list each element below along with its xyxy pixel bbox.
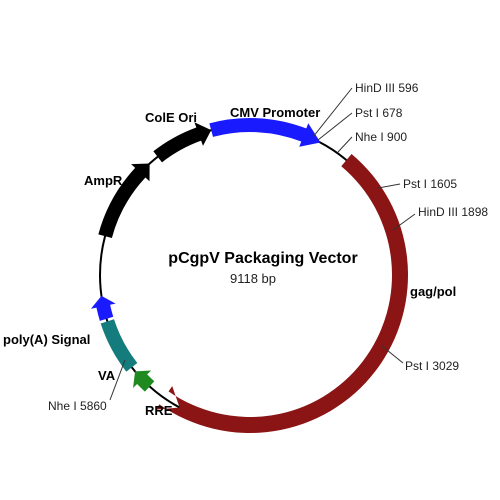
va-feature bbox=[95, 317, 138, 372]
site-label-nhe900: Nhe I 900 bbox=[355, 130, 407, 144]
site-tick-nhe900 bbox=[337, 136, 353, 153]
rre-feature bbox=[133, 370, 155, 392]
site-tick-hind1898 bbox=[392, 213, 416, 231]
plasmid-size: 9118 bp bbox=[230, 271, 276, 286]
site-tick-pst1605 bbox=[377, 183, 401, 189]
site-label-pst1605: Pst I 1605 bbox=[403, 177, 457, 191]
colei-ori-feature bbox=[153, 122, 212, 163]
colei-ori-label: ColE Ori bbox=[145, 110, 197, 125]
ampr-feature bbox=[98, 163, 150, 238]
cmv-promoter-feature bbox=[209, 118, 321, 147]
site-label-pst678: Pst I 678 bbox=[355, 106, 403, 120]
site-tick-hind596 bbox=[312, 87, 353, 138]
gagpol-feature bbox=[155, 153, 409, 434]
rre-label: RRE bbox=[145, 403, 173, 418]
polya-signal-label: poly(A) Signal bbox=[3, 332, 90, 347]
gagpol-label: gag/pol bbox=[410, 284, 456, 299]
cmv-promoter-label: CMV Promoter bbox=[230, 105, 320, 120]
site-label-hind1898: HinD III 1898 bbox=[418, 205, 488, 219]
site-tick-nhe5860 bbox=[109, 359, 126, 401]
polya-signal-feature bbox=[90, 295, 116, 321]
va-label: VA bbox=[98, 368, 116, 383]
site-label-pst3029: Pst I 3029 bbox=[405, 359, 459, 373]
site-label-hind596: HinD III 596 bbox=[355, 81, 419, 95]
ampr-label: AmpR bbox=[84, 173, 123, 188]
site-tick-pst678 bbox=[317, 112, 353, 141]
site-tick-pst3029 bbox=[381, 345, 404, 364]
site-label-nhe5860: Nhe I 5860 bbox=[48, 399, 107, 413]
plasmid-name: pCgpV Packaging Vector bbox=[168, 250, 357, 267]
